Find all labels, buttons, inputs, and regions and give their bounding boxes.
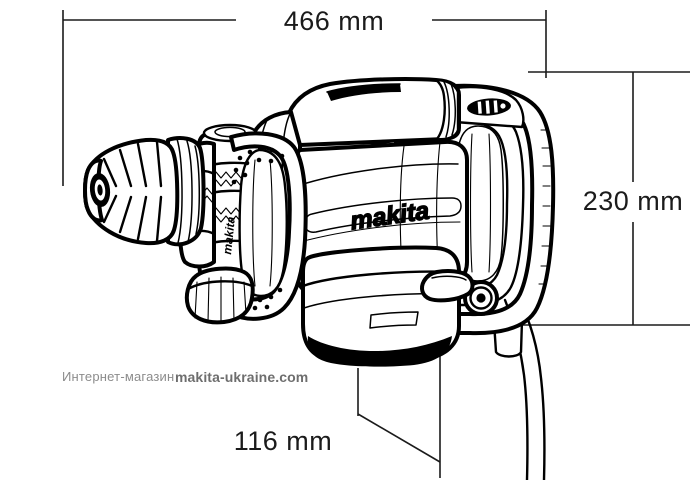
- dimension-overall-length: 466 mm: [62, 6, 547, 186]
- watermark-domain: makita-ukraine.com: [175, 369, 308, 385]
- tool-illustration: makita: [83, 77, 556, 480]
- chuck-flutes: [102, 140, 163, 243]
- sds-chuck-icon: [83, 136, 206, 247]
- base-shadow: [307, 336, 452, 367]
- dimension-base-width: 116 mm: [234, 330, 441, 478]
- handle-clamp-collar: [184, 266, 255, 325]
- dimension-label-length: 466 mm: [284, 6, 385, 36]
- gear-housing-base: [301, 245, 461, 367]
- dimension-overall-height: 230 mm: [520, 71, 690, 326]
- rear-cap: [453, 85, 525, 129]
- watermark: Интернет-магазин makita-ukraine.com: [62, 369, 308, 385]
- watermark-prefix: Интернет-магазин: [62, 369, 174, 384]
- dimension-label-base-width: 116 mm: [234, 426, 333, 456]
- leader-line-diagonal: [357, 413, 441, 463]
- side-handle-logo-text: makita: [220, 216, 238, 256]
- top-vent-slots: [331, 84, 393, 100]
- trigger-switch-icon: [420, 269, 475, 303]
- dimension-label-height: 230 mm: [583, 186, 684, 216]
- motor-housing: [284, 77, 461, 147]
